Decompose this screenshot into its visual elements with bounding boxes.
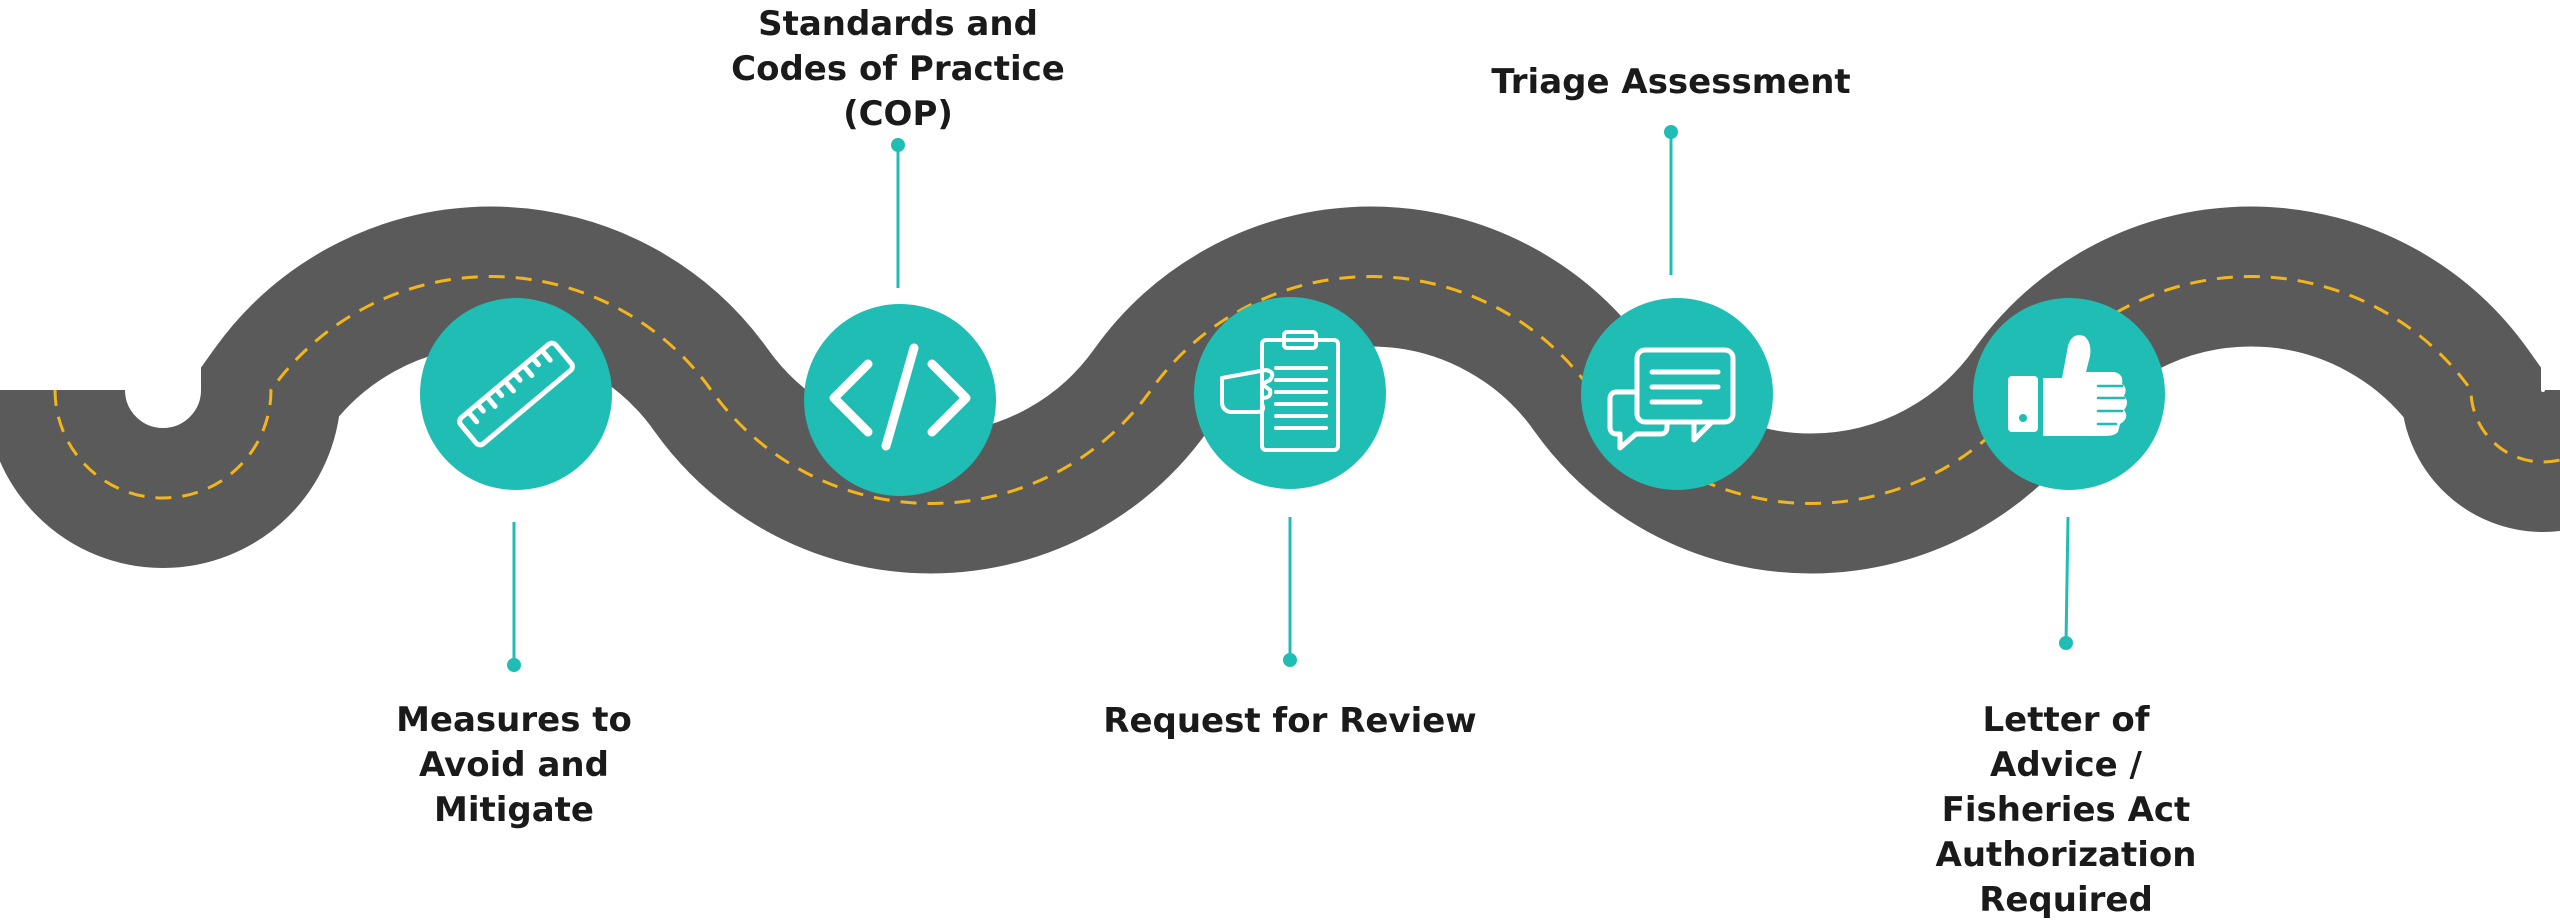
- label-request-for-review: Request for Review: [1103, 701, 1477, 741]
- label-measures-to-avoid: Measures to Avoid and Mitigate: [396, 700, 632, 830]
- connector-dot: [1664, 125, 1678, 139]
- road-center-dashes: [53, 275, 2560, 505]
- label-standards-and-cop: Standards and Codes of Practice (COP): [731, 4, 1065, 134]
- connector-dot: [2059, 636, 2073, 650]
- label-letter-of-advice: Letter of Advice / Fisheries Act Authori…: [1935, 700, 2197, 920]
- step-letter-of-advice: [1973, 298, 2165, 650]
- code-icon: [829, 343, 971, 451]
- step-triage-assessment: [1581, 125, 1773, 490]
- chat-bubbles-icon: [1607, 347, 1736, 451]
- step-circle: [420, 298, 612, 490]
- connector-dot: [1283, 653, 1297, 667]
- connector-dot: [891, 138, 905, 152]
- step-request-for-review: [1194, 297, 1386, 667]
- label-triage-assessment: Triage Assessment: [1491, 62, 1851, 102]
- thumbs-up-icon: [2008, 335, 2127, 436]
- connector-line: [2064, 516, 2070, 644]
- clipboard-icon: [1220, 330, 1340, 452]
- step-standards-and-cop: [804, 138, 996, 496]
- step-measures-to-avoid: [420, 298, 612, 672]
- ruler-icon: [457, 340, 575, 448]
- connector-dot: [507, 658, 521, 672]
